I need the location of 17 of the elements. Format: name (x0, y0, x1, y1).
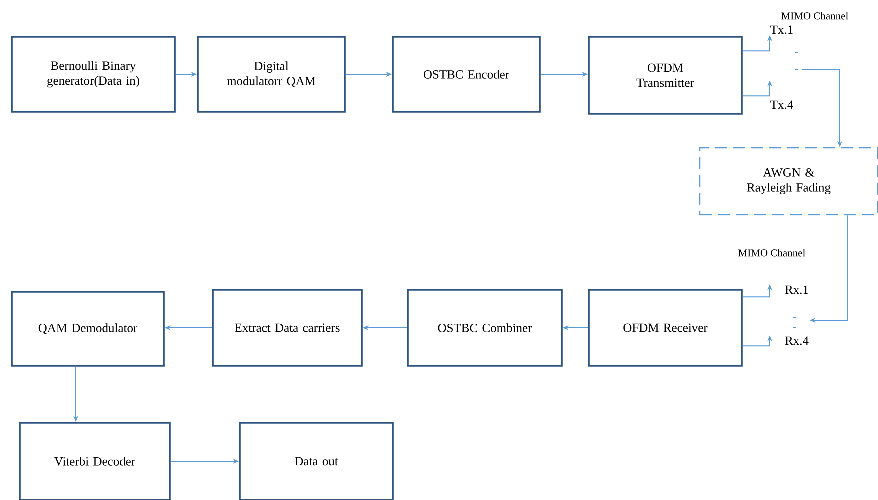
process-box: Digital modulatorr QAM (197, 36, 346, 113)
process-box: Viterbi Decoder (19, 422, 171, 500)
antenna-label: Tx.1 (770, 26, 793, 34)
antenna-label: Rx.4 (785, 336, 809, 346)
process-box: OSTBC Encoder (392, 36, 541, 113)
channel-label: MIMO Channel (738, 249, 806, 257)
process-box: Data out (239, 422, 394, 500)
process-box: OFDM Receiver (588, 289, 743, 367)
antenna-label: Tx.4 (770, 100, 794, 110)
antenna-label: Rx.1 (785, 286, 808, 294)
process-box: QAM Demodulator (11, 291, 165, 367)
process-box: OFDM Transmitter (588, 36, 743, 115)
process-box: OSTBC Combiner (407, 289, 563, 367)
process-box: Extract Data carriers (212, 289, 363, 367)
channel-label: MIMO Channel (782, 12, 848, 20)
process-box: Bernoulli Binary generator(Data in) (11, 36, 176, 113)
channel-box: AWGN & Rayleigh Fading (699, 147, 878, 216)
